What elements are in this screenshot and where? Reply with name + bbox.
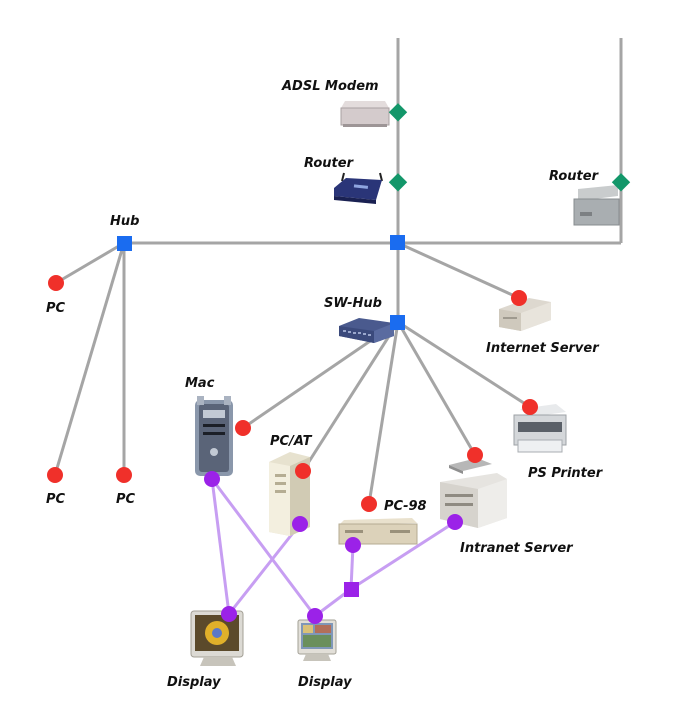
printer-node	[522, 399, 538, 415]
link-swhub-pcat	[301, 321, 400, 472]
mac-label: Mac	[185, 376, 215, 391]
adsl-modem-icon	[340, 101, 390, 127]
pc-bottom-1-label: PC	[46, 492, 66, 507]
modem-connector-node	[388, 103, 408, 122]
pcat-label: PC/AT	[270, 434, 313, 449]
hub-label: Hub	[110, 214, 139, 229]
mac-video-node	[204, 471, 220, 487]
display-1-label: Display	[167, 675, 221, 690]
link-mac-display-2	[210, 478, 317, 617]
display-switch-node	[344, 582, 359, 597]
router-label: Router	[304, 156, 355, 171]
pc98-node	[361, 496, 377, 512]
crt-monitor-icon	[297, 619, 337, 661]
pc-left-node	[48, 275, 64, 291]
mac-tower-icon	[195, 396, 233, 476]
pc98-label: PC-98	[384, 499, 427, 514]
internet-server-node	[511, 290, 527, 306]
network-links	[53, 38, 623, 505]
pc98-video-node	[345, 537, 361, 553]
hub-nodes	[117, 235, 405, 330]
intranet-video-node	[447, 514, 463, 530]
link-swhub-intranet	[396, 321, 477, 456]
desktop-pc-icon	[338, 518, 418, 545]
link-hub-pc-bottom-1	[53, 242, 126, 476]
link-swhub-pc98	[367, 321, 400, 505]
router-right-connector-node	[611, 173, 631, 192]
display-2-label: Display	[298, 675, 352, 690]
link-swhub-printer	[397, 320, 531, 409]
router-right-label: Router	[549, 169, 600, 184]
pcat-node	[295, 463, 311, 479]
crt-monitor-icon	[190, 610, 244, 666]
router-icon	[334, 172, 383, 204]
link-intranet-switch	[350, 520, 456, 591]
hub-node	[117, 236, 132, 251]
link-backbone-internet-server	[397, 241, 520, 300]
link-mac-display-1	[210, 478, 231, 615]
device-nodes	[47, 275, 538, 512]
display-2-node	[307, 608, 323, 624]
link-pcat-display-1	[227, 523, 302, 615]
pcat-video-node	[292, 516, 308, 532]
pc-bottom-1-node	[47, 467, 63, 483]
swhub-node	[390, 315, 405, 330]
pc-bottom-2-node	[116, 467, 132, 483]
pc-bottom-2-label: PC	[116, 492, 136, 507]
printer-icon	[513, 404, 567, 453]
intranet-server-node	[467, 447, 483, 463]
display-nodes	[204, 471, 463, 624]
switching-hub-icon	[339, 318, 394, 343]
backbone-junction-node	[390, 235, 405, 250]
mac-node	[235, 420, 251, 436]
pc-left-label: PC	[46, 301, 66, 316]
modem-nodes	[388, 103, 631, 192]
adsl-modem-label: ADSL Modem	[281, 79, 379, 94]
printer-label: PS Printer	[528, 466, 604, 481]
router-connector-node	[388, 173, 408, 192]
swhub-label: SW-Hub	[324, 296, 382, 311]
internet-server-label: Internet Server	[486, 341, 600, 356]
intranet-server-label: Intranet Server	[460, 541, 574, 556]
display-1-node	[221, 606, 237, 622]
link-hub-pc-left	[55, 241, 125, 285]
server-icon	[499, 298, 551, 331]
labels: ADSL Modem Router Router Hub SW-Hub Inte…	[46, 79, 604, 690]
router-right-icon	[573, 185, 620, 226]
